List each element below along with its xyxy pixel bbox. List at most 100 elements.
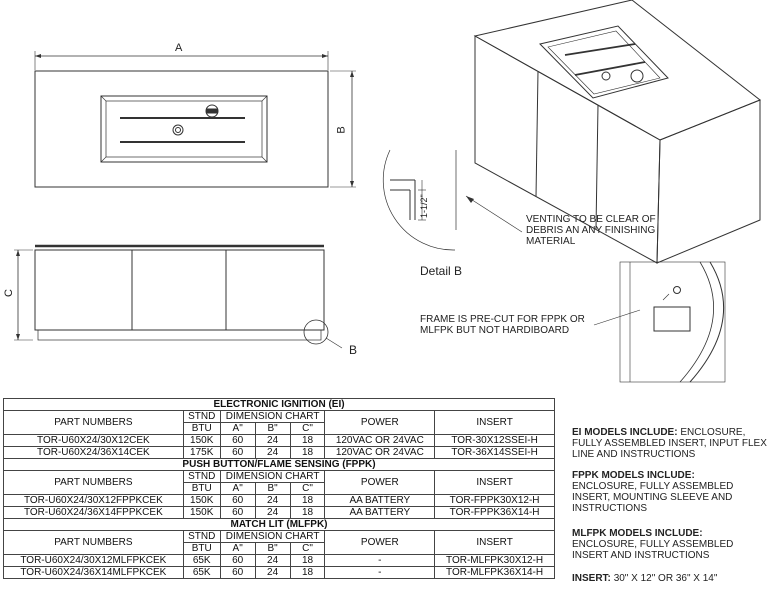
fppk-note: FPPK MODELS INCLUDE: ENCLOSURE, FULLY AS… — [572, 470, 768, 514]
header-dim-b: B" — [254, 422, 291, 435]
btu-cell: 65K — [182, 566, 221, 579]
btu-cell: 150K — [182, 494, 221, 507]
dim-c-cell: 18 — [289, 506, 326, 519]
header-dim-b: B" — [254, 482, 291, 495]
header-dim-c: C" — [289, 542, 326, 555]
power-cell: 120VAC OR 24VAC — [324, 446, 436, 459]
mlfpk-note-text: ENCLOSURE, FULLY ASSEMBLED INSERT AND IN… — [572, 539, 734, 561]
frame-note: FRAME IS PRE-CUT FOR FPPK OR MLFPK BUT N… — [420, 314, 585, 336]
power-cell: AA BATTERY — [324, 506, 436, 519]
insert-cell: TOR-30X12SSEI-H — [434, 434, 555, 447]
dim-1-1-2-label: 1-1/2" — [419, 194, 429, 218]
mlfpk-note: MLFPK MODELS INCLUDE: ENCLOSURE, FULLY A… — [572, 528, 768, 561]
ei-note-text: ENCLOSURE, FULLY ASSEMBLED INSERT, INPUT… — [572, 427, 767, 460]
mlfpk-note-title: MLFPK MODELS INCLUDE: — [572, 528, 703, 539]
btu-cell: 150K — [182, 506, 221, 519]
frame-detail — [593, 261, 726, 383]
header-dim-b: B" — [254, 542, 291, 555]
dim-c-cell: 18 — [289, 554, 326, 567]
dim-a-cell: 60 — [219, 494, 256, 507]
insert-cell: TOR-36X14SSEI-H — [434, 446, 555, 459]
dim-a-label: A — [175, 42, 183, 54]
header-btu: BTU — [182, 542, 221, 555]
dim-b-cell: 24 — [254, 494, 291, 507]
part-number-cell: TOR-U60X24/36X14MLFPKCEK — [3, 566, 184, 579]
dim-c-label: C — [2, 289, 15, 297]
insert-note-text: 30" X 12" OR 36" X 14" — [613, 573, 718, 584]
insert-cell: TOR-FPPK36X14-H — [434, 506, 555, 519]
header-dim-a: A" — [219, 542, 256, 555]
insert-cell: TOR-FPPK30X12-H — [434, 494, 555, 507]
detail-reference-label: B — [349, 343, 358, 357]
front-view — [14, 244, 343, 349]
technical-drawing — [14, 0, 761, 383]
dim-a-cell: 60 — [219, 566, 256, 579]
ei-note-title: EI MODELS INCLUDE: — [572, 427, 678, 438]
header-power: POWER — [324, 470, 436, 495]
insert-note-title: INSERT: — [572, 573, 611, 584]
header-btu: BTU — [182, 482, 221, 495]
dim-a-cell: 60 — [219, 434, 256, 447]
detail-b-title: Detail B — [420, 264, 463, 278]
header-part-numbers: PART NUMBERS — [3, 470, 184, 495]
header-dim-c: C" — [289, 422, 326, 435]
venting-note: VENTING TO BE CLEAR OF DEBRIS AN ANY FIN… — [526, 214, 656, 247]
power-cell: - — [324, 566, 436, 579]
header-stnd: STND — [182, 470, 221, 483]
part-number-cell: TOR-U60X24/36X14FPPKCEK — [3, 506, 184, 519]
section-title-row: ELECTRONIC IGNITION (EI) — [3, 398, 555, 411]
top-view — [34, 51, 356, 188]
power-cell: 120VAC OR 24VAC — [324, 434, 436, 447]
part-number-cell: TOR-U60X24/30X12MLFPKCEK — [3, 554, 184, 567]
btu-cell: 65K — [182, 554, 221, 567]
fppk-note-text: ENCLOSURE, FULLY ASSEMBLED INSERT, MOUNT… — [572, 481, 734, 514]
dim-b-cell: 24 — [254, 506, 291, 519]
header-dimension-chart: DIMENSION CHART — [219, 530, 326, 543]
dim-c-cell: 18 — [289, 434, 326, 447]
part-number-cell: TOR-U60X24/30X12CEK — [3, 434, 184, 447]
section-title: MATCH LIT (MLFPK) — [3, 518, 555, 531]
header-stnd: STND — [182, 530, 221, 543]
dim-c-cell: 18 — [289, 446, 326, 459]
part-number-cell: TOR-U60X24/30X12FPPKCEK — [3, 494, 184, 507]
dim-a-cell: 60 — [219, 446, 256, 459]
header-part-numbers: PART NUMBERS — [3, 410, 184, 435]
btu-cell: 150K — [182, 434, 221, 447]
header-dim-a: A" — [219, 422, 256, 435]
ei-note: EI MODELS INCLUDE: ENCLOSURE, FULLY ASSE… — [572, 427, 768, 460]
dim-b-cell: 24 — [254, 554, 291, 567]
dim-c-cell: 18 — [289, 494, 326, 507]
section-title: ELECTRONIC IGNITION (EI) — [3, 398, 555, 411]
header-dim-a: A" — [219, 482, 256, 495]
insert-note: INSERT: 30" X 12" OR 36" X 14" — [572, 573, 768, 584]
header-insert: INSERT — [434, 470, 555, 495]
dim-a-cell: 60 — [219, 554, 256, 567]
section-title-row: MATCH LIT (MLFPK) — [3, 518, 555, 531]
dim-b-cell: 24 — [254, 566, 291, 579]
fppk-note-title: FPPK MODELS INCLUDE: — [572, 470, 695, 481]
dim-b-label: B — [335, 126, 348, 134]
header-insert: INSERT — [434, 410, 555, 435]
header-dimension-chart: DIMENSION CHART — [219, 410, 326, 423]
detail-b — [382, 149, 523, 251]
section-title: PUSH BUTTON/FLAME SENSING (FPPK) — [3, 458, 555, 471]
header-insert: INSERT — [434, 530, 555, 555]
power-cell: - — [324, 554, 436, 567]
dim-c-cell: 18 — [289, 566, 326, 579]
isometric-view — [473, 0, 761, 264]
part-number-cell: TOR-U60X24/36X14CEK — [3, 446, 184, 459]
header-power: POWER — [324, 410, 436, 435]
section-title-row: PUSH BUTTON/FLAME SENSING (FPPK) — [3, 458, 555, 471]
header-power: POWER — [324, 530, 436, 555]
header-part-numbers: PART NUMBERS — [3, 530, 184, 555]
insert-cell: TOR-MLFPK36X14-H — [434, 566, 555, 579]
power-cell: AA BATTERY — [324, 494, 436, 507]
